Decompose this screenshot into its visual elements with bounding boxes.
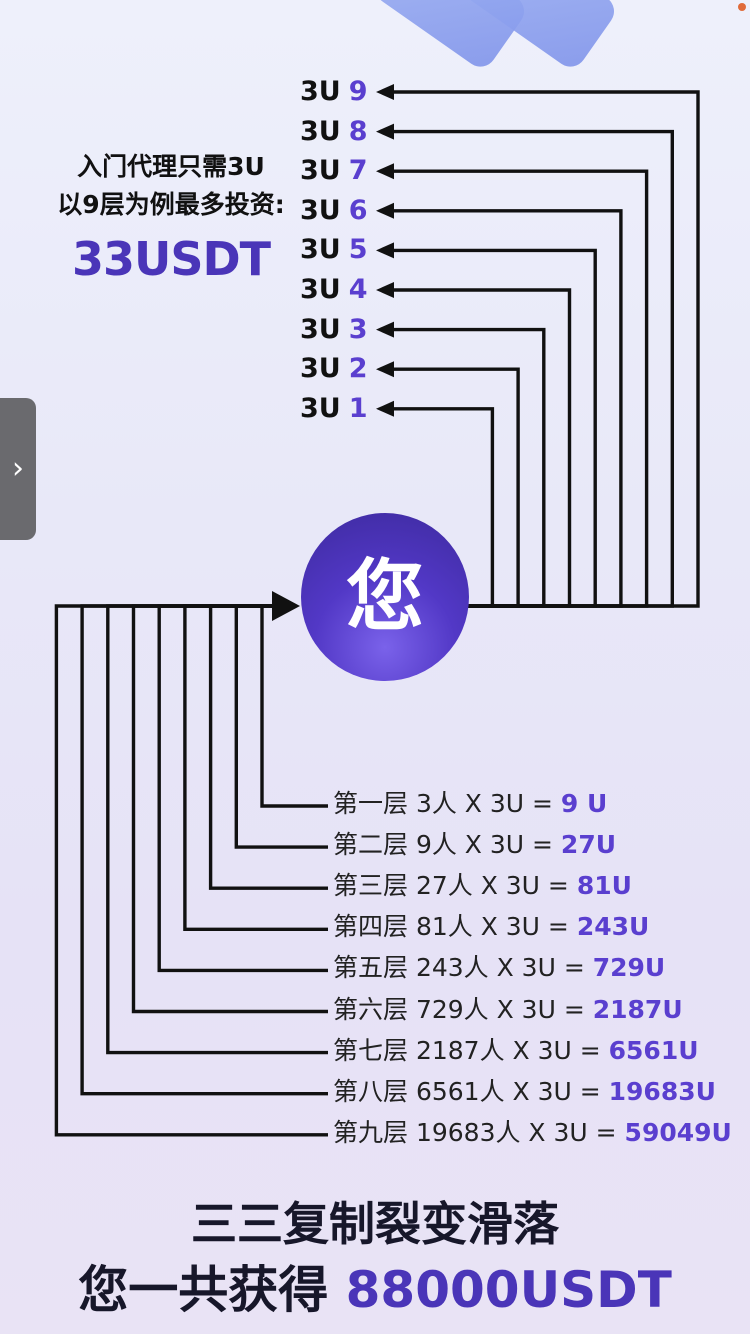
layer-result: 81U	[576, 871, 632, 901]
layer-connector	[54, 604, 328, 1137]
layer-text: 第二层 9人 X 3U =	[333, 830, 561, 860]
layer-connector	[183, 604, 328, 931]
upline-level: 6	[348, 194, 368, 226]
layer-result: 9 U	[560, 789, 608, 818]
upline-level: 8	[348, 115, 368, 147]
layer-text: 第四层 81人 X 3U =	[333, 912, 577, 942]
arrow-left-icon	[376, 400, 394, 417]
intro-block: 入门代理只需3U 以9层为例最多投资: 33USDT	[36, 148, 306, 286]
upline-connector	[390, 407, 495, 608]
upline-level: 2	[348, 353, 368, 385]
layer-row: 第八层 6561人 X 3U = 19683U	[333, 1075, 716, 1109]
layer-result: 2187U	[592, 994, 683, 1024]
side-expand-button[interactable]: ›	[0, 398, 36, 540]
upline-level: 9	[348, 76, 368, 107]
layer-text: 第五层 243人 X 3U =	[333, 953, 593, 983]
upline-level: 7	[348, 155, 368, 187]
upline-level: 3	[348, 313, 368, 345]
arrow-left-icon	[376, 163, 394, 180]
upline-amount: 3U	[300, 155, 341, 187]
layer-text: 第七层 2187人 X 3U =	[333, 1035, 609, 1065]
layer-result: 59049U	[624, 1117, 732, 1147]
arrow-left-icon	[376, 242, 394, 259]
upline-amount: 3U	[300, 313, 341, 345]
layer-text: 第三层 27人 X 3U =	[333, 871, 577, 901]
footer-amount: 88000USDT	[345, 1261, 672, 1319]
layer-text: 第六层 729人 X 3U =	[333, 994, 593, 1024]
layer-row: 第三层 27人 X 3U = 81U	[333, 869, 632, 903]
layer-row: 第五层 243人 X 3U = 729U	[333, 951, 665, 985]
layer-connector	[80, 604, 328, 1096]
footer-line-2: 您一共获得 88000USDT	[0, 1260, 750, 1320]
intro-total: 33USDT	[71, 232, 271, 286]
layer-connector	[131, 604, 328, 1014]
layer-connector	[106, 604, 328, 1055]
layer-text: 第八层 6561人 X 3U =	[333, 1076, 609, 1106]
chevron-right-icon: ›	[12, 451, 24, 486]
layer-text: 第九层 19683人 X 3U =	[333, 1117, 625, 1147]
layer-result: 19683U	[608, 1076, 716, 1106]
layer-row: 第四层 81人 X 3U = 243U	[333, 910, 649, 944]
layer-row: 第二层 9人 X 3U = 27U	[333, 828, 616, 862]
upline-amount: 3U	[300, 115, 341, 147]
arrow-left-icon	[376, 361, 394, 378]
layer-result: 729U	[592, 953, 666, 983]
upline-amount: 3U	[300, 353, 341, 385]
footer-title: 三三复制裂变滑落	[191, 1197, 559, 1251]
upline-amount: 3U	[300, 392, 341, 424]
footer-line-1: 三三复制裂变滑落	[0, 1196, 750, 1252]
arrow-right-icon	[272, 591, 300, 621]
footer-prefix: 您一共获得	[78, 1261, 346, 1319]
layer-result: 6561U	[608, 1035, 699, 1065]
arrow-left-icon	[376, 123, 394, 140]
layer-row: 第七层 2187人 X 3U = 6561U	[333, 1034, 699, 1068]
upline-amount: 3U	[300, 234, 341, 266]
intro-line-2: 以9层为例最多投资:	[57, 190, 285, 219]
upline-level: 4	[348, 274, 368, 305]
upline-amount: 3U	[300, 194, 341, 226]
layer-text: 第一层 3人 X 3U =	[333, 789, 561, 818]
layer-result: 243U	[576, 912, 650, 942]
layer-row: 第九层 19683人 X 3U = 59049U	[333, 1116, 732, 1150]
layer-row: 第六层 729人 X 3U = 2187U	[333, 993, 683, 1027]
arrow-left-icon	[376, 282, 394, 298]
arrow-left-icon	[376, 321, 394, 338]
layer-result: 27U	[560, 830, 617, 860]
upline-amount: 3U	[300, 76, 341, 107]
arrow-left-icon	[376, 202, 394, 219]
upline-level: 5	[348, 234, 368, 266]
status-dot	[738, 3, 746, 11]
upline-level: 1	[348, 392, 368, 424]
upline-amount: 3U	[300, 274, 341, 305]
arrow-left-icon	[376, 84, 394, 100]
you-node: 您	[301, 513, 469, 681]
intro-line-1: 入门代理只需3U	[77, 152, 265, 181]
layer-row: 第一层 3人 X 3U = 9 U	[333, 787, 607, 821]
